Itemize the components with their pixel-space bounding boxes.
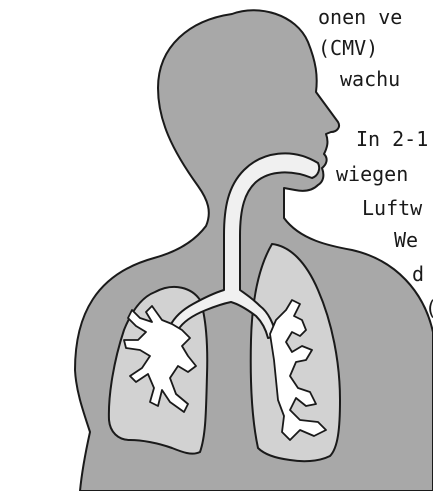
- text-line-9: (: [425, 296, 433, 320]
- text-line-2: (CMV): [318, 36, 378, 60]
- text-line-3: wachu: [340, 67, 400, 91]
- text-line-7: We: [394, 228, 418, 252]
- text-line-4: In 2-1: [356, 127, 428, 151]
- text-line-6: Luftw: [362, 196, 422, 220]
- text-line-5: wiegen: [336, 162, 408, 186]
- text-line-8: d: [412, 262, 424, 286]
- text-line-1: onen ve: [318, 5, 402, 29]
